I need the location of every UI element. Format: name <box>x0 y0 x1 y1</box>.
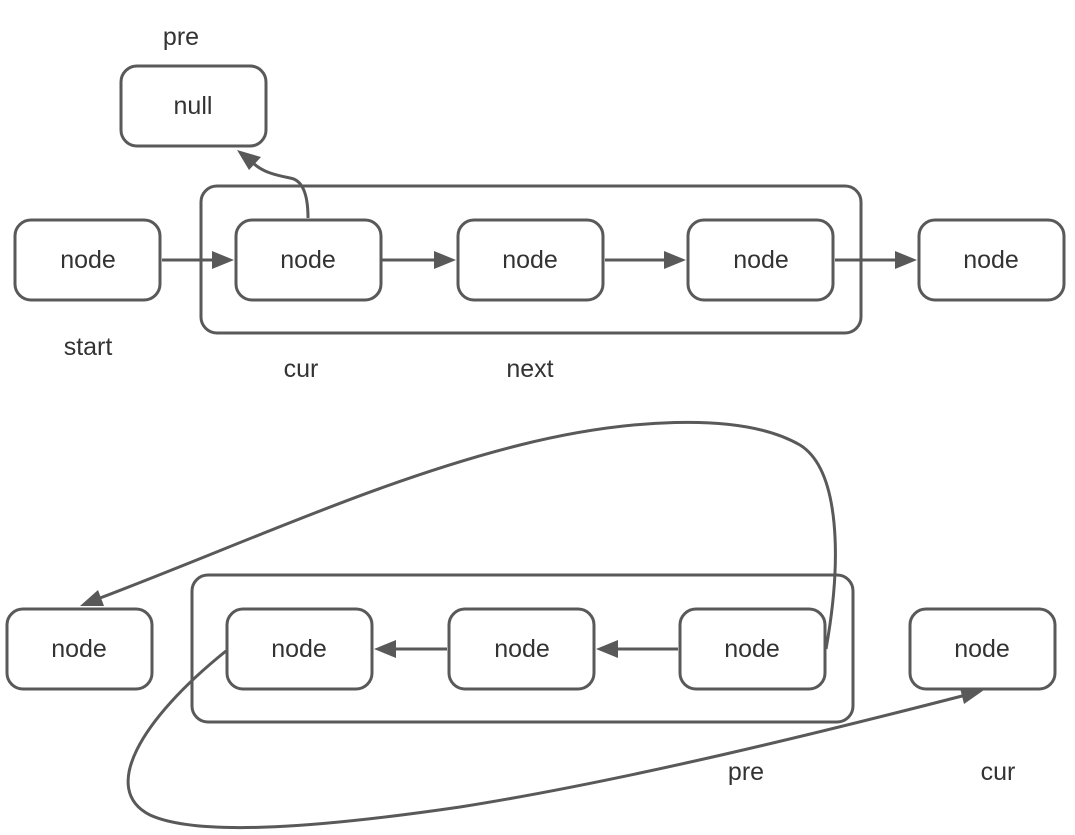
null-box <box>119 64 268 148</box>
bottom-node-third <box>678 607 827 691</box>
top-label-next: next <box>506 355 553 383</box>
top-arrow-next-to-fourth <box>605 251 686 269</box>
bottom-label-pre: pre <box>728 758 764 786</box>
bottom-diagram: node node node node node pre cur <box>5 420 1057 830</box>
top-diagram: pre null node node node node node <box>13 23 1066 383</box>
top-node-last <box>917 218 1066 302</box>
top-arrow-cur-to-null <box>237 150 310 219</box>
bottom-node-last <box>908 607 1057 691</box>
top-node-cur-text: node <box>280 246 336 274</box>
top-node-start-text: node <box>60 246 116 274</box>
top-arrow-cur-to-next <box>382 251 456 269</box>
top-node-start <box>13 218 162 302</box>
bottom-node-first <box>225 607 374 691</box>
top-label-cur: cur <box>284 355 319 383</box>
bottom-node-first-text: node <box>271 635 327 663</box>
top-node-last-text: node <box>963 246 1019 274</box>
top-node-next-text: node <box>502 246 558 274</box>
top-arrow-start-to-cur <box>162 251 234 269</box>
null-box-text: null <box>174 92 213 120</box>
top-label-start: start <box>64 333 113 361</box>
bottom-group-frame <box>190 573 855 724</box>
bottom-node-start <box>5 607 154 691</box>
bottom-node-second <box>447 607 596 691</box>
bottom-curve-first-to-last <box>126 649 984 830</box>
bottom-node-last-text: node <box>954 635 1010 663</box>
bottom-arrow-second-to-first <box>374 640 447 658</box>
bottom-curve-third-to-start <box>80 420 837 650</box>
top-node-cur <box>234 218 383 302</box>
bottom-node-second-text: node <box>494 635 550 663</box>
bottom-node-third-text: node <box>724 635 780 663</box>
top-node-fourth <box>686 218 835 302</box>
top-arrow-fourth-to-last <box>835 251 917 269</box>
top-node-next <box>456 218 605 302</box>
bottom-node-start-text: node <box>51 635 107 663</box>
bottom-label-cur: cur <box>981 758 1016 786</box>
top-node-fourth-text: node <box>733 246 789 274</box>
bottom-arrow-third-to-second <box>596 640 678 658</box>
top-label-pre: pre <box>163 23 199 51</box>
